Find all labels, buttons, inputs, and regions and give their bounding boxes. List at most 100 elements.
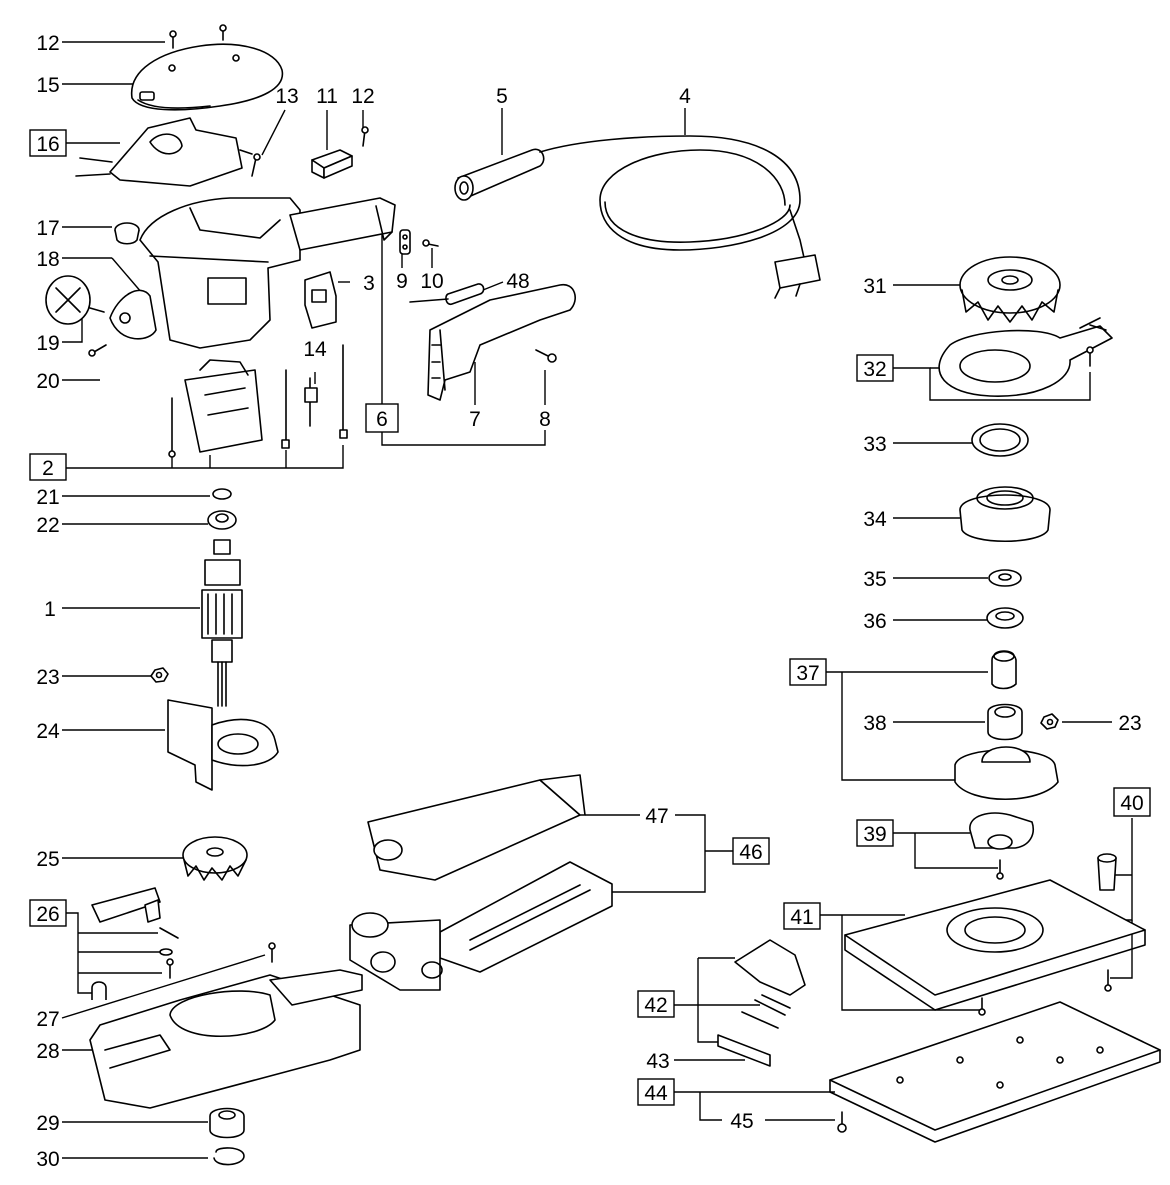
label-20: 20 — [36, 370, 59, 393]
label-35: 35 — [863, 568, 886, 591]
label-4: 4 — [679, 85, 691, 108]
label-29: 29 — [36, 1112, 59, 1135]
part-motor-housing — [139, 197, 396, 349]
label-21: 21 — [36, 486, 59, 509]
part-screw-20 — [88, 344, 107, 357]
part-washer-35 — [988, 569, 1022, 587]
part-top-cover-15 — [130, 43, 284, 111]
label-31: 31 — [863, 275, 886, 298]
part-base-plate-41 — [844, 879, 1146, 1016]
label-22: 22 — [36, 514, 59, 537]
label-7: 7 — [469, 408, 481, 431]
label-46: 46 — [739, 841, 762, 864]
part-screw-13 — [251, 153, 261, 177]
part-stator — [168, 359, 263, 458]
part-knob-17 — [114, 222, 140, 245]
part-handle-18 — [109, 289, 157, 340]
label-2: 2 — [42, 457, 54, 480]
part-grommet-40 — [1097, 853, 1117, 891]
label-41: 41 — [790, 906, 813, 929]
label-36: 36 — [863, 610, 886, 633]
part-ring-33 — [971, 423, 1029, 457]
part-brushes-14 — [281, 344, 348, 449]
label-14: 14 — [303, 338, 327, 361]
label-16: 16 — [36, 133, 59, 156]
part-washer-21 — [212, 488, 232, 500]
part-dust-box-46 — [349, 861, 613, 991]
part-screw-12b — [361, 126, 369, 147]
part-sanding-pad-44 — [829, 1001, 1161, 1143]
label-6: 6 — [376, 408, 388, 431]
part-knob-19 — [45, 275, 105, 325]
label-33: 33 — [863, 433, 886, 456]
part-eccentric-37 — [991, 650, 1017, 690]
part-nut-23a — [150, 667, 169, 683]
part-clamp-bar-43 — [717, 1034, 771, 1067]
label-1: 1 — [44, 598, 56, 621]
part-baffle-24 — [167, 699, 279, 791]
label-23: 23 — [1118, 712, 1141, 735]
label-32: 32 — [863, 358, 886, 381]
label-43: 43 — [646, 1050, 669, 1073]
part-screw-8 — [535, 349, 557, 363]
label-48: 48 — [506, 270, 529, 293]
label-42: 42 — [644, 994, 667, 1017]
part-housing-37 — [954, 746, 1059, 801]
label-24: 24 — [36, 720, 60, 743]
part-lower-housing-28 — [89, 969, 363, 1109]
label-17: 17 — [36, 217, 59, 240]
part-clamp-42 — [734, 939, 806, 1029]
label-47: 47 — [645, 805, 668, 828]
label-11: 11 — [316, 85, 338, 108]
label-9: 9 — [396, 270, 408, 293]
part-switch-11 — [311, 149, 353, 179]
part-labels: 12 15 16 13 11 12 5 4 17 18 19 20 9 10 4… — [36, 32, 1143, 1171]
part-circlip-30 — [213, 1147, 245, 1166]
part-bearing-38 — [987, 703, 1023, 741]
label-44: 44 — [644, 1082, 668, 1105]
label-5: 5 — [496, 85, 508, 108]
label-boxes — [29, 129, 1151, 1106]
part-plate-16 — [75, 117, 253, 187]
label-26: 26 — [36, 903, 59, 926]
part-bearing-29 — [209, 1107, 245, 1139]
label-45: 45 — [730, 1110, 753, 1133]
part-fan-25 — [182, 836, 248, 881]
part-fan-31 — [959, 256, 1061, 323]
label-30: 30 — [36, 1148, 59, 1171]
label-13: 13 — [275, 85, 298, 108]
label-27: 27 — [36, 1008, 59, 1031]
label-37: 37 — [796, 662, 819, 685]
part-screw-12a — [169, 24, 227, 49]
label-40: 40 — [1120, 792, 1143, 815]
part-screw-27 — [268, 942, 276, 963]
label-12: 12 — [36, 32, 59, 55]
part-screw-45 — [837, 1111, 847, 1133]
part-handle-7 — [427, 284, 576, 401]
label-18: 18 — [36, 248, 59, 271]
part-nut-23b — [1040, 713, 1059, 730]
label-10: 10 — [420, 270, 443, 293]
label-15: 15 — [36, 74, 59, 97]
part-dust-bag-47 — [367, 774, 586, 881]
part-capacitor-48 — [409, 283, 485, 306]
part-cover-32 — [938, 317, 1113, 397]
label-38: 38 — [863, 712, 886, 735]
label-23: 23 — [36, 666, 59, 689]
part-power-cord-4 — [539, 135, 821, 299]
part-clip-9 — [399, 229, 411, 255]
part-bearing-seat-34 — [959, 486, 1051, 542]
label-28: 28 — [36, 1040, 59, 1063]
part-armature-1 — [201, 539, 243, 707]
label-34: 34 — [863, 508, 887, 531]
label-8: 8 — [539, 408, 551, 431]
label-39: 39 — [863, 823, 886, 846]
label-25: 25 — [36, 848, 59, 871]
part-bearing-22 — [207, 510, 237, 530]
label-12: 12 — [351, 85, 374, 108]
part-screw-10 — [422, 239, 439, 247]
part-bearing-36 — [986, 607, 1024, 629]
part-cable-sleeve-5 — [454, 148, 545, 201]
part-lever-26 — [91, 887, 179, 1000]
